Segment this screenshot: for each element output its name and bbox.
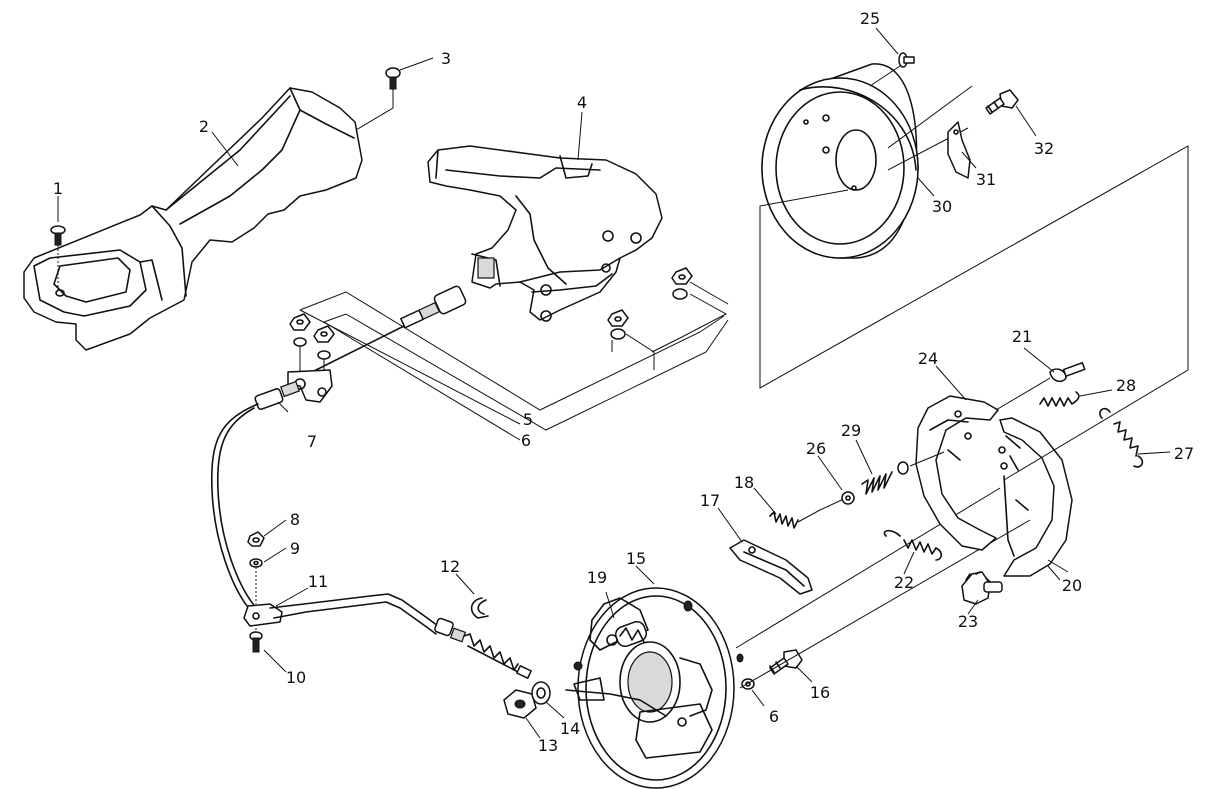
callout-31: 31 bbox=[976, 170, 996, 189]
callout-21: 21 bbox=[1012, 327, 1032, 346]
part-plate-31 bbox=[947, 121, 971, 179]
leader-19 bbox=[605, 591, 615, 619]
part-nuts-right bbox=[607, 267, 729, 370]
callout-13: 13 bbox=[538, 736, 558, 755]
part-bolt-10 bbox=[249, 618, 263, 653]
part-washer-14 bbox=[531, 681, 551, 705]
part-bolt-25 bbox=[869, 52, 915, 87]
callout-28: 28 bbox=[1116, 376, 1136, 395]
part-bolt-32 bbox=[985, 89, 1019, 115]
part-bolt-16 bbox=[769, 649, 803, 675]
callout-25: 25 bbox=[860, 9, 880, 28]
callout-16: 16 bbox=[810, 683, 830, 702]
callout-2: 2 bbox=[199, 117, 209, 136]
callout-24: 24 bbox=[918, 349, 938, 368]
part-screw-1 bbox=[50, 225, 66, 290]
part-lever-17 bbox=[729, 539, 813, 595]
callout-9: 9 bbox=[290, 539, 300, 558]
part-brake-drum bbox=[761, 63, 919, 259]
callout-11: 11 bbox=[308, 572, 328, 591]
part-pin-21 bbox=[995, 362, 1086, 411]
callout-17: 17 bbox=[700, 491, 720, 510]
part-spring-28 bbox=[1039, 391, 1080, 407]
part-screw-3 bbox=[355, 67, 401, 131]
leader-lines bbox=[57, 27, 1171, 739]
callout-10: 10 bbox=[286, 668, 306, 687]
callout-labels: 1 2 3 4 5 6 6 7 8 9 10 11 12 13 14 15 16… bbox=[53, 9, 1194, 755]
part-handle-cover bbox=[23, 87, 363, 351]
callout-18: 18 bbox=[734, 473, 754, 492]
part-spring-22 bbox=[883, 529, 943, 561]
callout-20: 20 bbox=[1062, 576, 1082, 595]
callout-6-upper: 6 bbox=[521, 431, 531, 450]
part-spring-29 bbox=[861, 451, 945, 495]
part-cable-7 bbox=[210, 285, 467, 613]
part-washer-26 bbox=[841, 491, 855, 505]
callout-26: 26 bbox=[806, 439, 826, 458]
callout-27: 27 bbox=[1174, 444, 1194, 463]
part-spring-27 bbox=[1099, 407, 1144, 468]
part-nut-8 bbox=[247, 531, 265, 547]
callout-5: 5 bbox=[523, 410, 533, 429]
part-brake-shoe-24 bbox=[915, 395, 999, 551]
callout-1: 1 bbox=[53, 179, 63, 198]
axis-frame-lines bbox=[759, 145, 1189, 481]
callout-29: 29 bbox=[841, 421, 861, 440]
callout-7: 7 bbox=[307, 432, 317, 451]
callout-19: 19 bbox=[587, 568, 607, 587]
part-adjuster-23 bbox=[961, 571, 1003, 605]
callout-3: 3 bbox=[441, 49, 451, 68]
part-washer-9 bbox=[249, 558, 263, 604]
callout-4: 4 bbox=[577, 93, 587, 112]
callout-23: 23 bbox=[958, 612, 978, 631]
axis-line-drum-1 bbox=[887, 85, 973, 149]
part-backing-plate bbox=[565, 587, 744, 789]
part-rod-11 bbox=[243, 593, 532, 679]
part-clip-12 bbox=[470, 597, 489, 619]
part-spring-18 bbox=[769, 497, 847, 529]
callout-32: 32 bbox=[1034, 139, 1054, 158]
callout-12: 12 bbox=[440, 557, 460, 576]
callout-15: 15 bbox=[626, 549, 646, 568]
part-handbrake-lever bbox=[427, 145, 663, 322]
callout-30: 30 bbox=[932, 197, 952, 216]
callout-14: 14 bbox=[560, 719, 580, 738]
callout-lines-5-6 bbox=[299, 291, 729, 441]
callout-6-lower: 6 bbox=[769, 707, 779, 726]
part-brake-shoe-20 bbox=[998, 417, 1073, 577]
callout-22: 22 bbox=[894, 573, 914, 592]
part-nut-13 bbox=[503, 689, 537, 719]
callout-8: 8 bbox=[290, 510, 300, 529]
part-nuts-left bbox=[289, 313, 335, 378]
